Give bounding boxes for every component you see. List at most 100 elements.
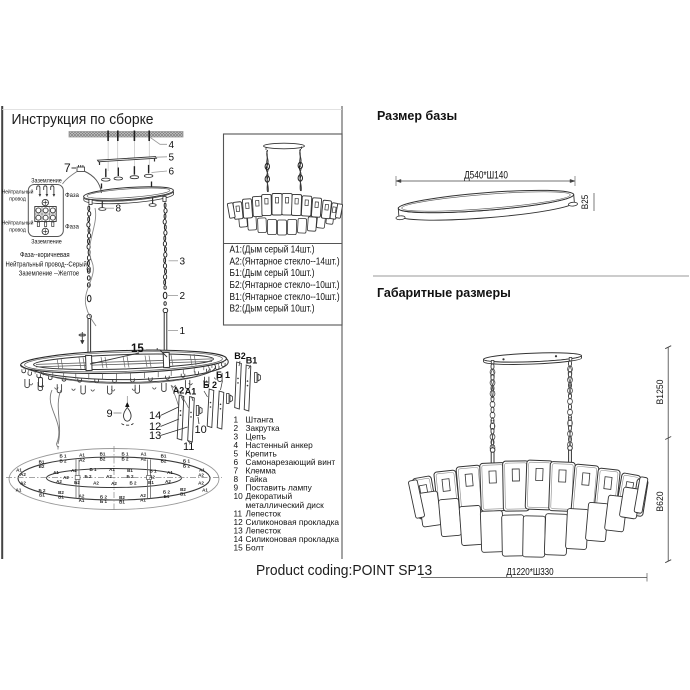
svg-text:Силиконовая прокладка: Силиконовая прокладка: [246, 517, 340, 527]
svg-text:А1: А1: [16, 488, 22, 493]
svg-text:А1: А1: [199, 468, 205, 473]
svg-text:А1: А1: [141, 452, 147, 457]
svg-text:Д1220*Ш330: Д1220*Ш330: [506, 566, 553, 577]
svg-text:Б 2: Б 2: [127, 474, 134, 479]
svg-text:Б 1: Б 1: [183, 459, 190, 464]
svg-text:В1250: В1250: [655, 380, 666, 405]
svg-text:Б2:(Янтарное стекло--10шт.): Б2:(Янтарное стекло--10шт.): [230, 278, 340, 290]
svg-text:А2: А2: [56, 479, 62, 484]
svg-text:А2: А2: [79, 494, 85, 499]
svg-text:В2: В2: [119, 495, 125, 500]
svg-text:А2: А2: [140, 493, 146, 498]
svg-text:9: 9: [107, 408, 113, 420]
svg-text:В1: В1: [119, 500, 125, 505]
svg-text:9: 9: [234, 483, 239, 493]
svg-text:Декоратиый: Декоратиый: [246, 491, 293, 501]
svg-text:Размер базы: Размер базы: [377, 109, 457, 123]
svg-text:А2: А2: [93, 481, 99, 486]
svg-text:провод: провод: [9, 227, 26, 233]
svg-text:Нейтральный провод--Серый: Нейтральный провод--Серый: [6, 260, 88, 269]
svg-text:Б 2: Б 2: [39, 488, 46, 493]
svg-text:В1:(Янтарное стекло--10шт.): В1:(Янтарное стекло--10шт.): [230, 290, 340, 302]
svg-text:А2: А2: [71, 468, 77, 473]
svg-text:Клемма: Клемма: [246, 466, 277, 476]
svg-text:Product coding:POINT SP13: Product coding:POINT SP13: [256, 563, 432, 580]
svg-text:6: 6: [169, 166, 175, 177]
svg-text:Поставить лампу: Поставить лампу: [246, 483, 313, 493]
svg-text:А2: А2: [106, 474, 112, 479]
svg-text:А1: А1: [140, 498, 146, 503]
svg-text:7: 7: [64, 161, 71, 175]
svg-text:Б 2: Б 2: [183, 464, 190, 469]
svg-text:13: 13: [149, 430, 161, 442]
svg-text:В2: В2: [100, 457, 106, 462]
svg-text:Нейтральный: Нейтральный: [2, 219, 34, 227]
svg-text:В25: В25: [580, 195, 591, 210]
svg-text:В2: В2: [234, 351, 246, 361]
svg-text:Б 2: Б 2: [100, 495, 107, 500]
svg-text:Б 2: Б 2: [163, 490, 170, 495]
svg-text:14: 14: [149, 410, 161, 422]
svg-text:А2: А2: [141, 457, 147, 462]
svg-text:10: 10: [195, 424, 207, 436]
svg-text:металлический диск: металлический диск: [246, 500, 325, 510]
svg-text:8: 8: [234, 474, 239, 484]
svg-text:Б2: Б2: [74, 480, 80, 485]
svg-text:Заземление: Заземление: [31, 178, 61, 184]
svg-text:В1: В1: [39, 460, 45, 465]
svg-text:Настенный анкер: Настенный анкер: [246, 440, 314, 450]
svg-text:13: 13: [234, 526, 244, 536]
svg-text:А1: А1: [109, 467, 115, 472]
svg-text:Б 2: Б 2: [203, 380, 217, 390]
svg-text:Б1: Б1: [39, 493, 45, 498]
svg-text:В1: В1: [127, 468, 133, 473]
svg-text:А1: А1: [53, 470, 59, 475]
svg-text:А1: А1: [16, 468, 22, 473]
svg-text:Штанга: Штанга: [246, 414, 274, 424]
svg-text:провод: провод: [9, 196, 26, 202]
svg-text:Б 2: Б 2: [122, 457, 129, 462]
svg-text:4: 4: [234, 440, 239, 450]
svg-text:2: 2: [180, 291, 186, 302]
svg-text:3: 3: [234, 431, 239, 441]
svg-text:Б 2: Б 2: [60, 459, 67, 464]
svg-text:Силиконовая прокладка: Силиконовая прокладка: [246, 534, 340, 544]
svg-text:Б 1: Б 1: [150, 469, 157, 474]
svg-text:В2: В2: [161, 459, 167, 464]
svg-text:Лепесток: Лепесток: [246, 526, 282, 536]
svg-text:В2:(Дым серый 10шт.): В2:(Дым серый 10шт.): [230, 302, 315, 314]
svg-text:А2: А2: [165, 479, 171, 484]
svg-text:11: 11: [234, 508, 243, 518]
svg-text:В1: В1: [100, 452, 106, 457]
svg-text:Б 1: Б 1: [122, 452, 129, 457]
svg-text:12: 12: [234, 517, 244, 527]
svg-text:Б 1: Б 1: [60, 454, 67, 459]
svg-text:Болт: Болт: [246, 543, 265, 553]
svg-text:5: 5: [169, 152, 175, 163]
svg-text:А2:(Янтарное стекло--14шт.): А2:(Янтарное стекло--14шт.): [230, 254, 340, 266]
svg-text:А1: А1: [79, 498, 85, 503]
svg-text:А2: А2: [20, 481, 26, 486]
svg-text:А2: А2: [20, 472, 26, 477]
svg-text:В620: В620: [655, 491, 666, 511]
svg-text:1: 1: [234, 414, 239, 424]
svg-text:В1: В1: [246, 356, 258, 366]
svg-text:В1: В1: [58, 495, 64, 500]
svg-text:Б 1: Б 1: [100, 499, 107, 504]
svg-text:2: 2: [234, 423, 239, 433]
svg-text:Фаза: Фаза: [65, 223, 79, 230]
svg-text:А1:(Дым серый 14шт.): А1:(Дым серый 14шт.): [230, 243, 315, 255]
svg-text:А1: А1: [185, 387, 197, 397]
svg-text:А2: А2: [111, 481, 117, 486]
svg-text:Б1:(Дым серый 10шт.): Б1:(Дым серый 10шт.): [230, 266, 315, 278]
svg-text:Цепъ: Цепъ: [246, 431, 266, 441]
svg-text:8: 8: [116, 204, 122, 215]
svg-text:Б 2: Б 2: [130, 481, 137, 486]
svg-text:14: 14: [234, 534, 244, 544]
svg-text:11: 11: [183, 441, 194, 453]
svg-text:Самонарезающий винт: Самонарезающий винт: [246, 457, 336, 467]
svg-text:15: 15: [131, 343, 144, 355]
svg-text:А2: А2: [198, 481, 204, 486]
svg-text:А2: А2: [149, 475, 155, 480]
svg-text:Крепить: Крепить: [246, 449, 277, 459]
